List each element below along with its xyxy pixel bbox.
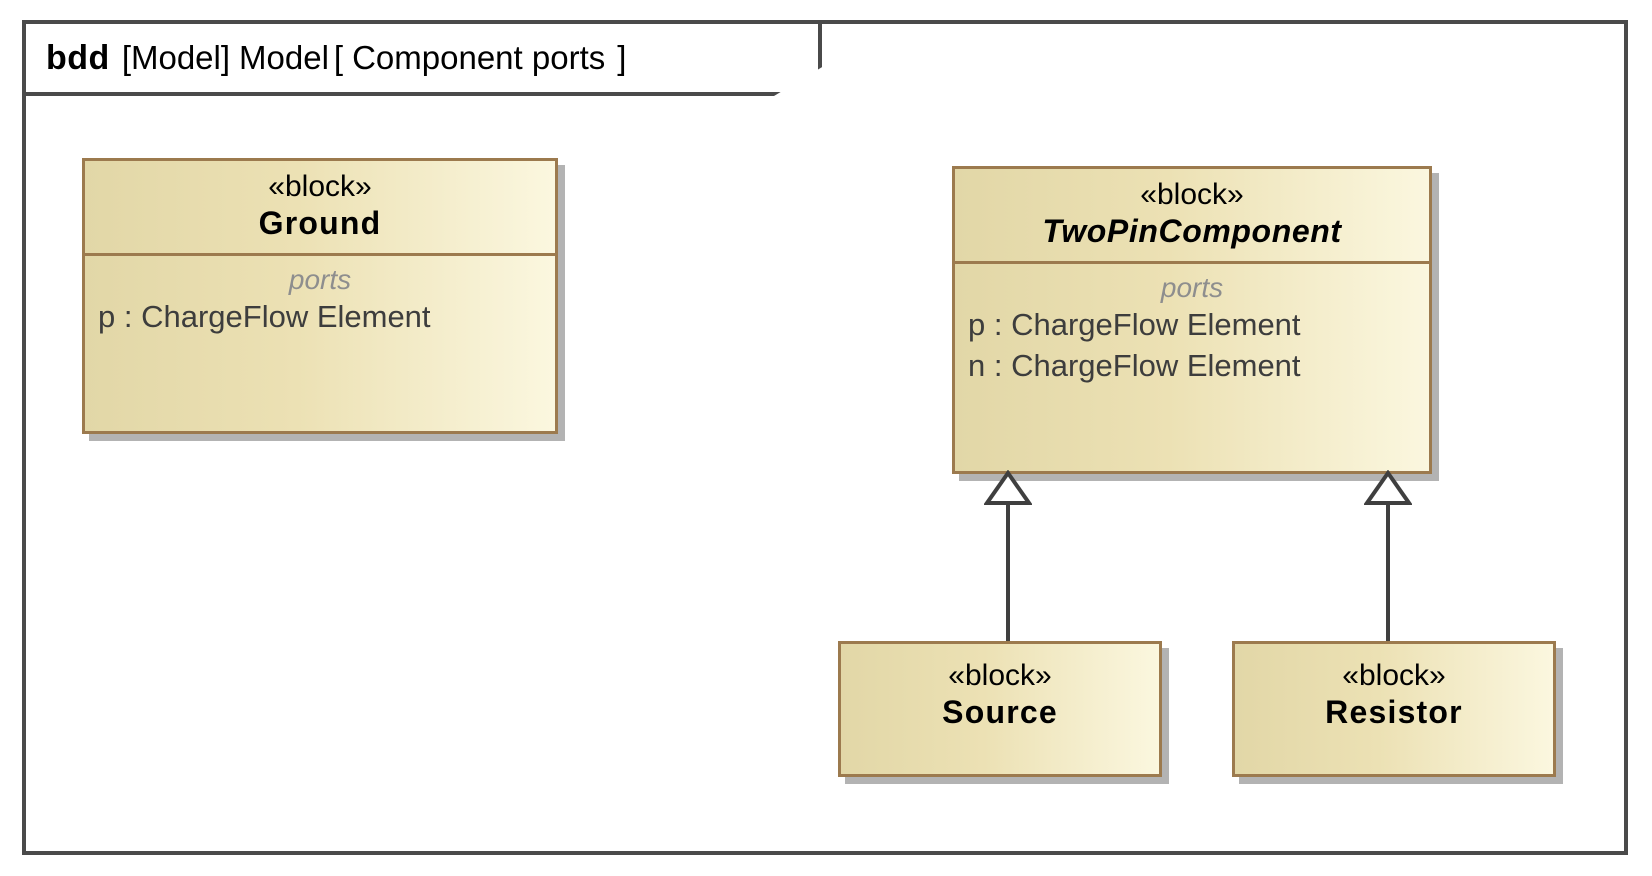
diagram-label: Component ports — [352, 38, 606, 76]
block-twopincomponent-compartment-label: ports — [1160, 272, 1224, 304]
block-twopincomponent-port-n[interactable]: n : ChargeFlow Element — [968, 348, 1301, 384]
block-ground[interactable]: «block» Ground ports p : ChargeFlow Elem… — [82, 158, 558, 434]
block-resistor-header: «block» Resistor — [1235, 644, 1553, 742]
block-ground-compartment-label: ports — [288, 264, 352, 296]
block-twopincomponent-stereotype: «block» — [1140, 178, 1244, 211]
block-source-name: Source — [942, 694, 1058, 731]
diagram-header-tab[interactable]: bdd [Model] Model [ Component ports ] — [22, 20, 822, 96]
diagram-header-text: bdd [Model] Model [ Component ports ] — [26, 39, 626, 78]
block-ground-ports-compartment: ports p : ChargeFlow Element — [85, 256, 555, 346]
generalization-line-resistor — [1386, 500, 1390, 645]
diagram-model-qualifier: [Model] — [121, 38, 231, 76]
diagram-model-name: Model — [239, 38, 329, 76]
generalization-line-source — [1006, 500, 1010, 645]
block-ground-name: Ground — [258, 205, 382, 242]
block-twopincomponent[interactable]: «block» TwoPinComponent ports p : Charge… — [952, 166, 1432, 474]
block-twopincomponent-divider — [955, 261, 1429, 265]
block-resistor[interactable]: «block» Resistor — [1232, 641, 1556, 777]
generalization-arrowhead-source — [984, 470, 1032, 505]
block-ground-divider — [85, 253, 555, 257]
block-twopincomponent-header: «block» TwoPinComponent — [955, 169, 1429, 261]
block-ground-port-p[interactable]: p : ChargeFlow Element — [98, 299, 431, 335]
block-twopincomponent-name: TwoPinComponent — [1042, 213, 1342, 250]
block-twopincomponent-port-p[interactable]: p : ChargeFlow Element — [968, 307, 1301, 343]
block-ground-stereotype: «block» — [268, 170, 372, 203]
block-source[interactable]: «block» Source — [838, 641, 1162, 777]
block-ground-header: «block» Ground — [85, 161, 555, 253]
generalization-arrowhead-resistor — [1364, 470, 1412, 505]
diagram-kind-label: bdd — [46, 38, 110, 77]
block-source-header: «block» Source — [841, 644, 1159, 742]
block-twopincomponent-ports-compartment: ports p : ChargeFlow Element n : ChargeF… — [955, 264, 1429, 395]
diagram-bracket-open: [ — [333, 38, 344, 76]
block-resistor-stereotype: «block» — [1342, 659, 1446, 692]
block-source-stereotype: «block» — [948, 659, 1052, 692]
diagram-bracket-close: ] — [617, 38, 627, 76]
block-resistor-name: Resistor — [1325, 694, 1463, 731]
